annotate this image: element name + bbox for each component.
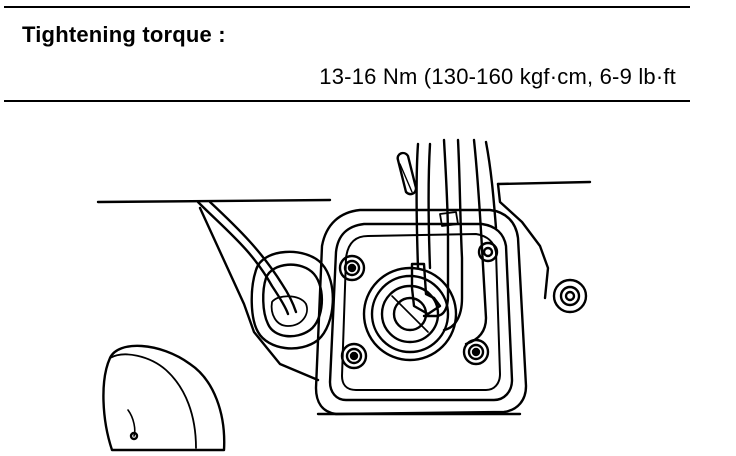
grommet-core [270, 295, 308, 327]
bolt-bottom-left-icon [340, 342, 368, 370]
shift-lever-illustration [0, 118, 736, 456]
lever-bracket [410, 262, 442, 316]
shift-rod-1 [415, 142, 420, 270]
clevis-pin [396, 151, 418, 196]
torque-spec-box: Tightening torque : 13-16 Nm (130-160 kg… [4, 6, 690, 102]
shift-rod-3 [422, 138, 450, 318]
grommet-inner [262, 263, 324, 338]
floor-right-edge [496, 182, 550, 300]
cable-harness [196, 200, 290, 316]
shift-rod-5 [464, 138, 488, 346]
torque-value: 13-16 Nm (130-160 kgf·cm, 6-9 lb·ft [319, 64, 676, 89]
bolt-top-left-icon [338, 254, 366, 282]
shift-rod-6 [484, 140, 498, 230]
floor-slope-left [198, 206, 320, 382]
housing-outer [314, 208, 528, 416]
housing-step [341, 233, 501, 391]
bolt-top-right-icon [477, 241, 499, 263]
shift-knob-icon [102, 344, 226, 452]
floor-edge-line [96, 198, 332, 204]
cable-harness-2 [208, 200, 298, 314]
housing-inner [328, 222, 514, 402]
lever-clip [439, 211, 459, 227]
shift-rod-4 [442, 138, 464, 332]
shift-rod-2 [427, 142, 432, 270]
floor-edge-line-right [496, 180, 592, 186]
loose-bolt-icon [552, 278, 588, 314]
clevis-pin-line [399, 163, 413, 193]
torque-label: Tightening torque : [22, 22, 226, 47]
